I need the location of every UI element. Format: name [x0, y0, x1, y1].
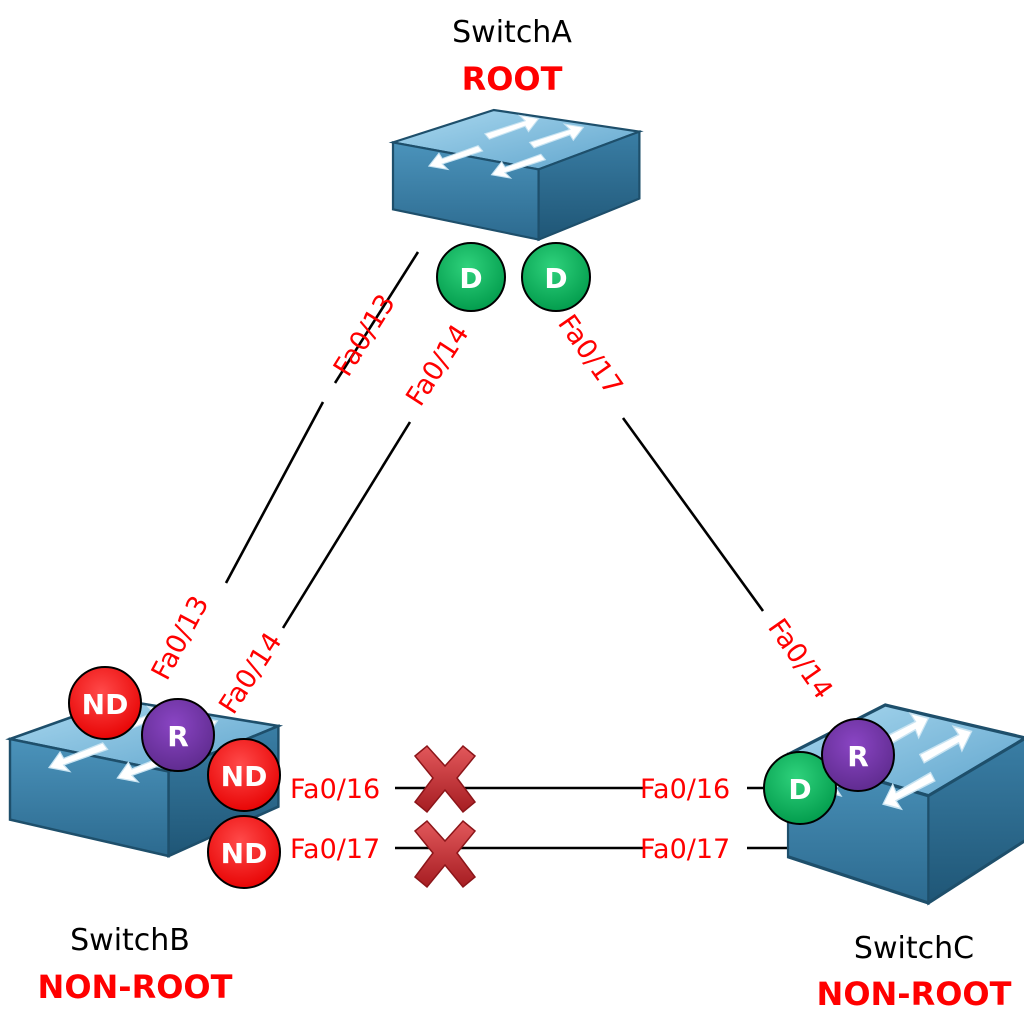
port-state-c-fa014[interactable]: R: [821, 718, 895, 792]
port-state-b-fa017[interactable]: ND: [207, 815, 281, 889]
port-label-a-fa014: Fa0/14: [400, 319, 475, 412]
port-state-a-fa013[interactable]: D: [436, 242, 506, 312]
port-state-b-fa013-label: ND: [82, 688, 129, 721]
port-state-b-fa014-label: R: [167, 720, 189, 753]
port-state-b-fa016-label: ND: [221, 760, 268, 793]
blocked-x-icon: [414, 820, 476, 888]
switch-c-name: SwitchC: [854, 931, 974, 966]
port-state-c-fa016-label: D: [788, 773, 811, 806]
switch-b-role: NON-ROOT: [38, 968, 233, 1006]
port-label-c-fa016: Fa0/16: [640, 774, 730, 805]
port-state-c-fa014-label: R: [847, 740, 869, 773]
port-label-a-fa013: Fa0/13: [328, 289, 402, 382]
switch-c-role: NON-ROOT: [817, 975, 1012, 1013]
port-state-b-fa014[interactable]: R: [141, 698, 215, 772]
port-label-c-fa017: Fa0/17: [640, 834, 730, 865]
switch-a-icon: [391, 108, 641, 241]
switch-a-name: SwitchA: [452, 15, 572, 50]
port-label-c-fa014: Fa0/14: [761, 613, 838, 705]
port-state-b-fa013[interactable]: ND: [68, 666, 142, 740]
port-label-b-fa017: Fa0/17: [290, 834, 380, 865]
link-ab-fa013: [224, 251, 420, 584]
port-state-c-fa016[interactable]: D: [763, 751, 837, 825]
port-state-a-fa013-label: D: [459, 262, 482, 295]
port-state-b-fa016[interactable]: ND: [207, 738, 281, 812]
switch-a-role: ROOT: [462, 60, 563, 98]
port-state-a-fa014[interactable]: D: [521, 242, 591, 312]
port-state-b-fa017-label: ND: [221, 837, 268, 870]
port-state-a-fa014-label: D: [544, 262, 567, 295]
port-label-b-fa016: Fa0/16: [290, 774, 380, 805]
switch-a[interactable]: [391, 108, 641, 241]
port-label-b-fa013: Fa0/13: [146, 591, 216, 685]
switch-b-name: SwitchB: [70, 923, 190, 958]
port-label-a-fa017: Fa0/17: [551, 309, 628, 401]
blocked-x-icon: [414, 745, 476, 813]
port-label-b-fa014: Fa0/14: [213, 627, 288, 720]
